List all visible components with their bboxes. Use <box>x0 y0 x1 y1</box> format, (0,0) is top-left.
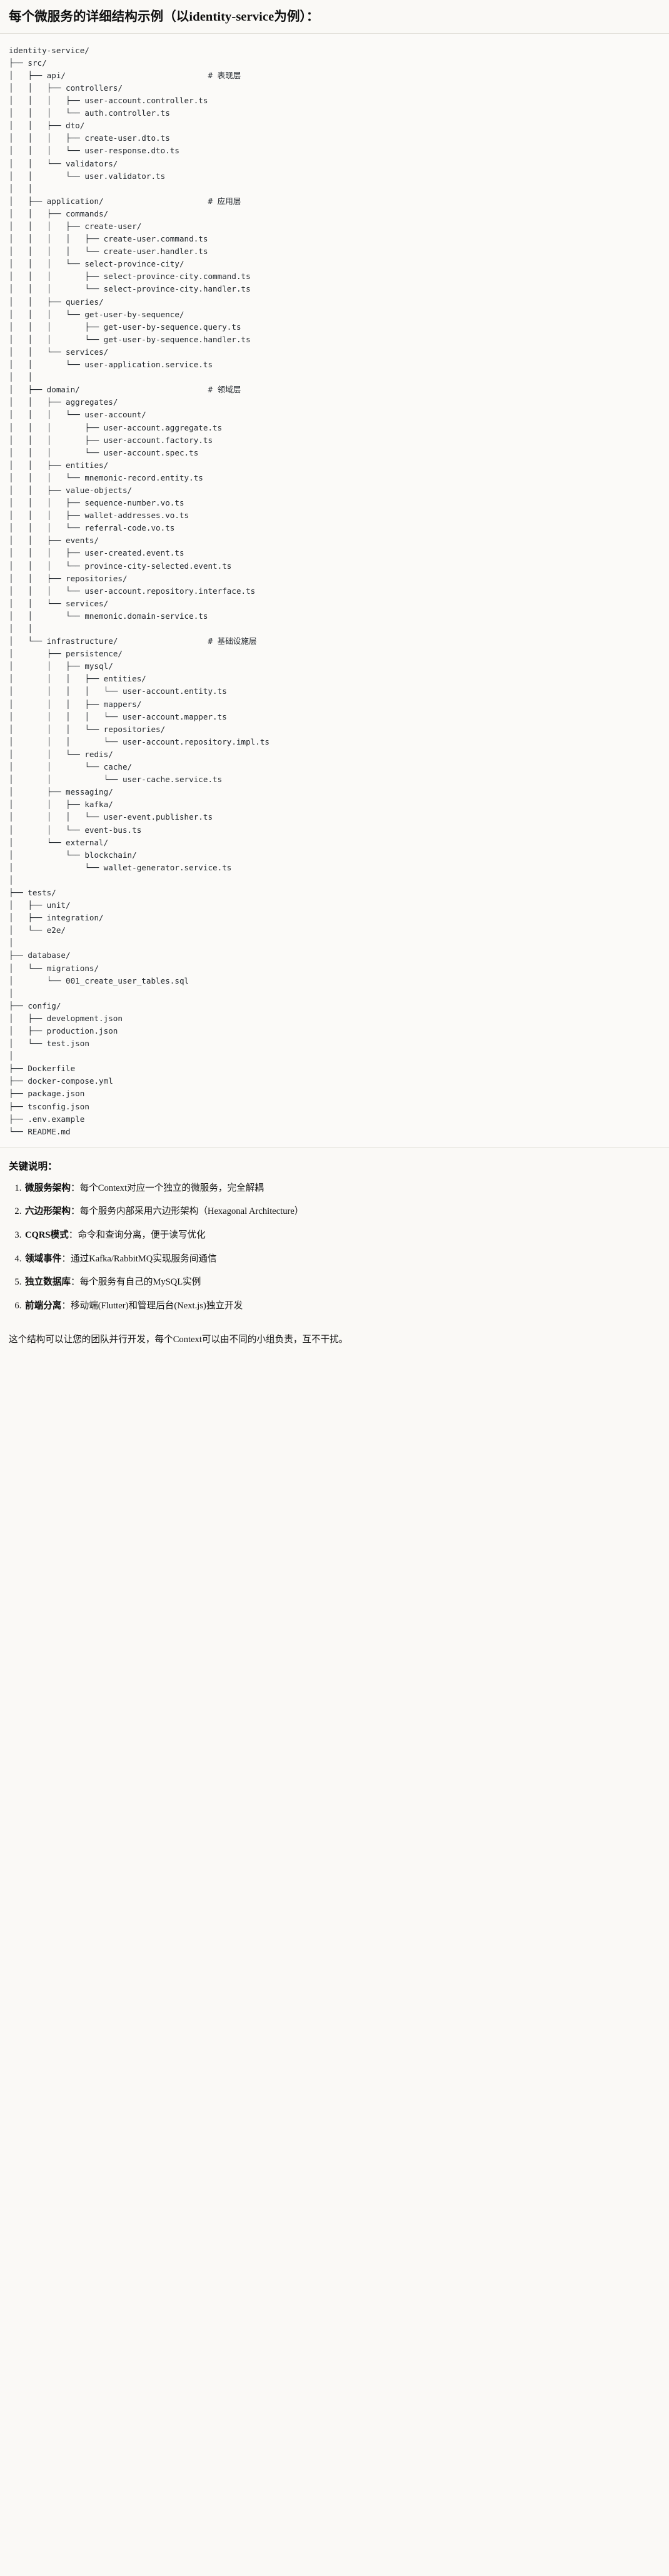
note-separator: ： <box>70 1183 80 1193</box>
list-item: 独立数据库：每个服务有自己的MySQL实例 <box>24 1275 660 1290</box>
page-title: 每个微服务的详细结构示例（以identity-service为例）： <box>9 10 319 24</box>
note-separator: ： <box>70 1277 80 1288</box>
list-item: 领域事件：通过Kafka/RabbitMQ实现服务间通信 <box>24 1252 660 1266</box>
list-item: 微服务架构：每个Context对应一个独立的微服务，完全解耦 <box>24 1181 660 1196</box>
note-term: 微服务架构 <box>25 1183 71 1193</box>
note-text: 移动端(Flutter)和管理后台(Next.js)独立开发 <box>71 1300 243 1311</box>
note-separator: ： <box>61 1253 71 1264</box>
tree-divider <box>0 1146 669 1148</box>
note-text: 命令和查询分离，便于读写优化 <box>78 1230 206 1241</box>
note-text: 每个Context对应一个独立的微服务，完全解耦 <box>79 1183 264 1193</box>
note-term: CQRS模式 <box>25 1230 69 1241</box>
note-term: 前端分离 <box>25 1300 62 1311</box>
directory-tree: identity-service/ ├── src/ │ ├── api/ # … <box>9 45 270 1136</box>
note-text: 每个服务内部采用六边形架构（Hexagonal Architecture） <box>79 1206 304 1217</box>
note-separator: ： <box>61 1300 71 1311</box>
note-term: 独立数据库 <box>25 1277 71 1288</box>
directory-tree-block: identity-service/ ├── src/ │ ├── api/ # … <box>0 33 669 1147</box>
note-separator: ： <box>68 1230 78 1241</box>
key-notes-section: 关键说明： 微服务架构：每个Context对应一个独立的微服务，完全解耦 六边形… <box>0 1148 669 1325</box>
key-notes-list: 微服务架构：每个Context对应一个独立的微服务，完全解耦 六边形架构：每个服… <box>9 1181 660 1313</box>
heading-divider <box>0 33 669 34</box>
note-text: 通过Kafka/RabbitMQ实现服务间通信 <box>71 1253 217 1264</box>
document-page: 每个微服务的详细结构示例（以identity-service为例）： ident… <box>0 0 669 1360</box>
list-item: 前端分离：移动端(Flutter)和管理后台(Next.js)独立开发 <box>24 1299 660 1313</box>
list-item: 六边形架构：每个服务内部采用六边形架构（Hexagonal Architectu… <box>24 1204 660 1219</box>
note-term: 领域事件 <box>25 1253 62 1264</box>
note-term: 六边形架构 <box>25 1206 71 1217</box>
closing-paragraph: 这个结构可以让您的团队并行开发，每个Context可以由不同的小组负责，互不干扰… <box>9 1334 348 1345</box>
note-separator: ： <box>70 1206 80 1217</box>
note-text: 每个服务有自己的MySQL实例 <box>79 1277 201 1288</box>
list-item: CQRS模式：命令和查询分离，便于读写优化 <box>24 1228 660 1243</box>
key-notes-title: 关键说明： <box>9 1161 58 1172</box>
